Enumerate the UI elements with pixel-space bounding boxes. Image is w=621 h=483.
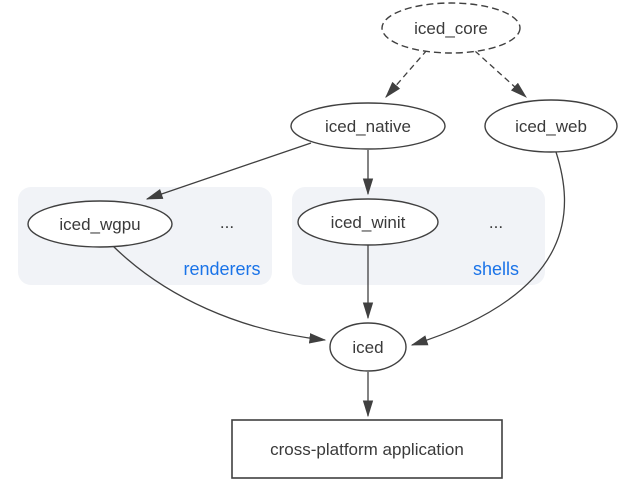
node-iced_core-shape <box>381 2 521 54</box>
node-iced_core-label: iced_core <box>414 19 488 38</box>
node-iced_winit: iced_winit <box>297 198 439 246</box>
node-iced_winit-shape <box>297 198 439 246</box>
node-iced_web-shape <box>484 99 618 153</box>
node-application: cross-platform application <box>231 419 503 479</box>
node-iced: iced <box>329 322 407 372</box>
cluster-shells-ellipsis: ... <box>489 213 503 232</box>
node-iced_wgpu-shape <box>27 200 173 248</box>
cluster-renderers-ellipsis: ... <box>220 213 234 232</box>
node-iced-label: iced <box>352 338 383 357</box>
node-iced_native-shape <box>290 102 446 150</box>
node-iced-shape <box>329 322 407 372</box>
node-application-shape <box>231 419 503 479</box>
edge-iced_web-iced <box>410 151 566 346</box>
node-iced_web: iced_web <box>484 99 618 153</box>
edge-iced_core-iced_web <box>474 50 527 98</box>
node-iced_wgpu-label: iced_wgpu <box>59 215 140 234</box>
node-iced_native-label: iced_native <box>325 117 411 136</box>
node-iced_wgpu: iced_wgpu <box>27 200 173 248</box>
edge-iced_core-iced_native <box>385 49 428 98</box>
node-iced_web-label: iced_web <box>515 117 587 136</box>
edge-iced_wgpu-iced <box>112 245 327 344</box>
node-iced_native: iced_native <box>290 102 446 150</box>
cluster-renderers-label: renderers <box>183 259 260 279</box>
node-application-label: cross-platform application <box>270 440 464 459</box>
edge-iced_native-iced_wgpu <box>145 142 312 200</box>
cluster-shells-label: shells <box>473 259 519 279</box>
node-iced_winit-label: iced_winit <box>331 213 406 232</box>
node-iced_core: iced_core <box>381 2 521 54</box>
